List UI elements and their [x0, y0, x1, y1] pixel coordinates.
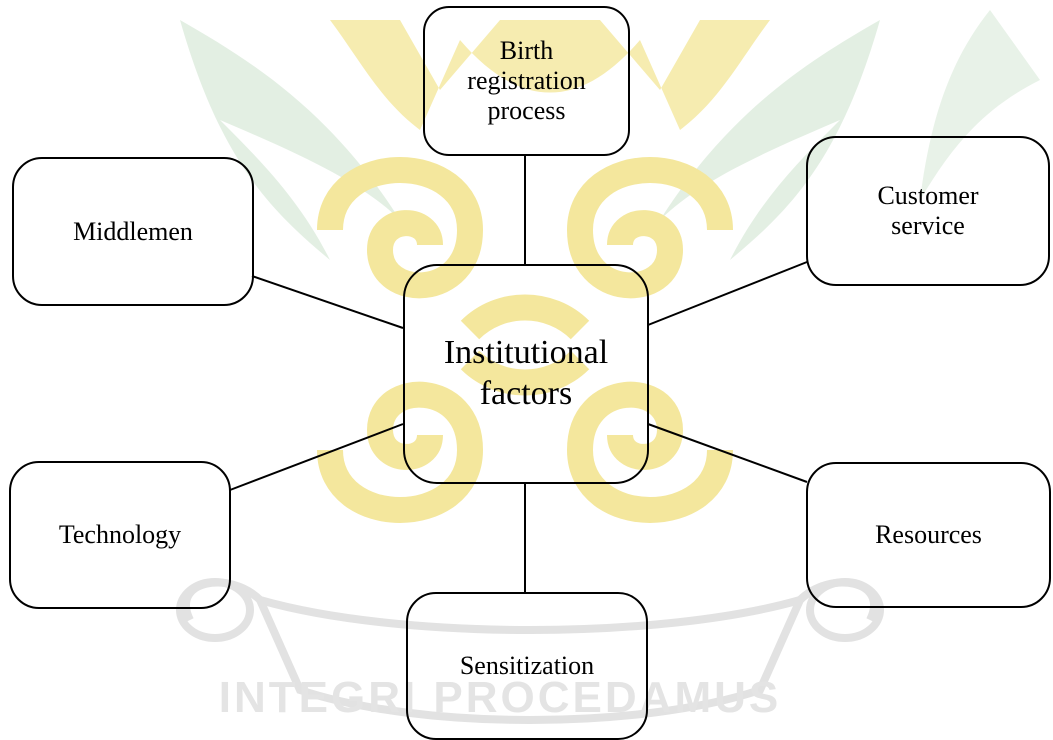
connector-customer: [647, 261, 808, 326]
connector-resources: [647, 423, 808, 483]
node-technology: Technology: [9, 461, 231, 609]
node-sensitization-label: Sensitization: [459, 651, 595, 681]
node-birth-label: Birth registration process: [467, 36, 586, 125]
node-center-label: Institutional factors: [443, 334, 609, 412]
node-customer-label: Customer service: [877, 181, 979, 240]
node-birth-registration-process: Birth registration process: [423, 6, 630, 156]
connector-technology: [229, 423, 404, 491]
connector-middlemen: [251, 275, 404, 329]
node-middlemen-label: Middlemen: [73, 216, 193, 246]
node-middlemen: Middlemen: [12, 157, 254, 306]
node-sensitization: Sensitization: [406, 592, 648, 740]
node-technology-label: Technology: [58, 520, 182, 550]
node-resources-label: Resources: [875, 520, 982, 550]
node-customer-service: Customer service: [806, 136, 1050, 286]
node-resources: Resources: [806, 462, 1051, 608]
node-institutional-factors: Institutional factors: [403, 264, 649, 484]
